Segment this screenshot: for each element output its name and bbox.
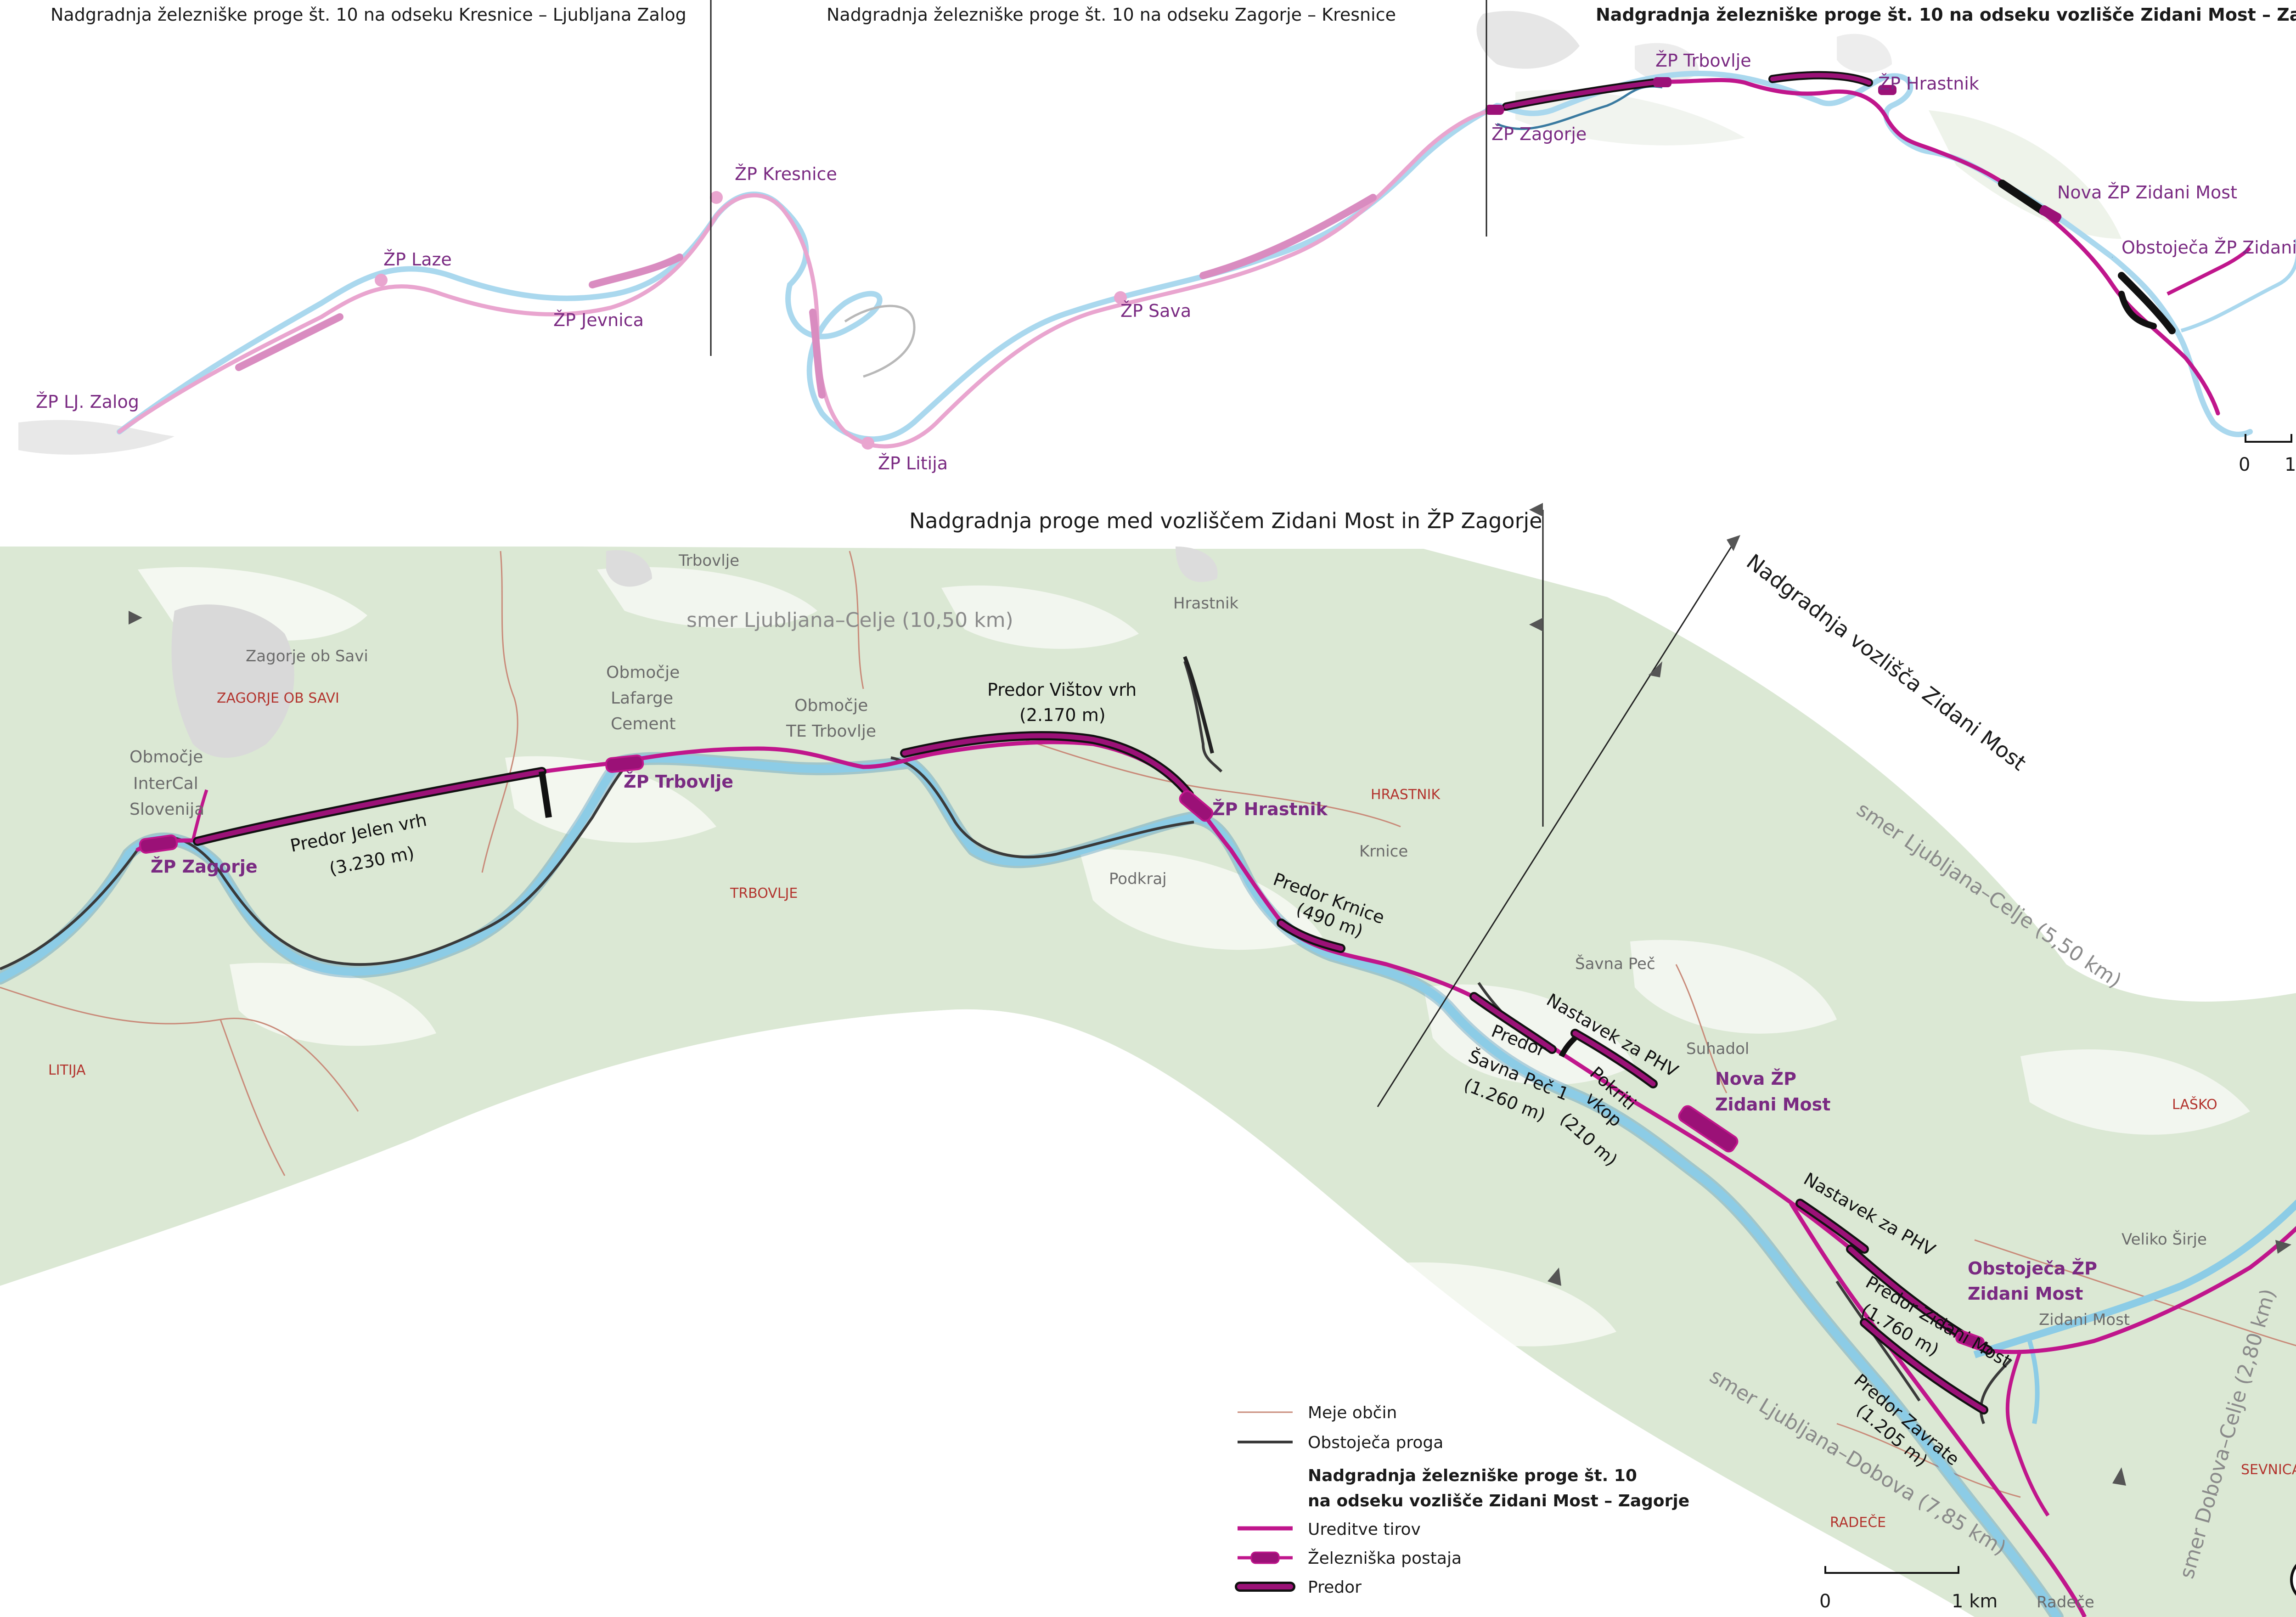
station-jevnica: ŽP Jevnica <box>553 310 644 330</box>
station-lj-zalog: ŽP LJ. Zalog <box>36 392 139 412</box>
muni-hrastnik: HRASTNIK <box>1371 787 1441 803</box>
svg-text:Območje: Območje <box>606 663 680 682</box>
station-obstojeca-zidani-most: Obstoječa ŽP Zidani Most <box>1968 1258 2097 1304</box>
station-sava: ŽP Sava <box>1120 301 1191 321</box>
station-kresnice: ŽP Kresnice <box>735 164 837 184</box>
station-litija: ŽP Litija <box>878 453 948 473</box>
muni-zagorje: ZAGORJE OB SAVI <box>217 690 339 706</box>
svg-text:Območje: Območje <box>794 696 868 715</box>
place-podkraj: Podkraj <box>1109 870 1167 888</box>
area-lafarge: Območje Lafarge Cement <box>606 663 680 733</box>
panel-title-3: Nadgradnja železniške proge št. 10 na od… <box>1596 5 2296 25</box>
svg-text:0: 0 <box>1819 1591 1831 1612</box>
main-title-left: Nadgradnja proge med vozliščem Zidani Mo… <box>909 508 1542 533</box>
area-te-trbovlje: Območje TE Trbovlje <box>786 696 876 741</box>
station-laze: ŽP Laze <box>383 249 452 270</box>
overview-scale-bar: 0 1 km <box>2239 434 2296 475</box>
svg-text:Predor Vištov vrh: Predor Vištov vrh <box>987 680 1137 700</box>
overview-upgrade-track <box>1486 78 2220 416</box>
main-scale-bar: 0 1 km <box>1819 1566 1998 1612</box>
svg-text:Območje: Območje <box>129 748 203 766</box>
station-zagorje: ŽP Zagorje <box>151 856 258 877</box>
detail-map: Nadgradnja proge med vozliščem Zidani Mo… <box>0 257 2296 1617</box>
station-hrastnik-top: ŽP Hrastnik <box>1878 73 1979 94</box>
station-trbovlje-top: ŽP Trbovlje <box>1655 51 1751 71</box>
svg-text:Nova ŽP: Nova ŽP <box>1715 1069 1796 1089</box>
legend-heading-1: Nadgradnja železniške proge št. 10 <box>1308 1466 1637 1485</box>
panel-title-2: Nadgradnja železniške proge št. 10 na od… <box>827 5 1396 25</box>
muni-lasko: LAŠKO <box>2172 1096 2217 1113</box>
svg-text:Slovenija: Slovenija <box>129 800 204 819</box>
svg-text:Zidani Most: Zidani Most <box>1715 1094 1830 1115</box>
legend: Meje občin Obstoječa proga Nadgradnja že… <box>1235 1403 1689 1597</box>
muni-radece: RADEČE <box>1830 1514 1886 1531</box>
north-arrow-icon: S <box>2290 1564 2296 1596</box>
legend-heading-2: na odseku vozlišče Zidani Most – Zagorje <box>1308 1492 1689 1510</box>
station-nova-zm-top: Nova ŽP Zidani Most <box>2057 182 2237 203</box>
legend-meje-obcin: Meje občin <box>1308 1403 1397 1422</box>
overview-panel: Nadgradnja železniške proge št. 10 na od… <box>0 0 2296 482</box>
muni-sevnica: SEVNICA <box>2241 1462 2296 1478</box>
panel-title-1: Nadgradnja železniške proge št. 10 na od… <box>51 5 687 25</box>
place-krnice: Krnice <box>1359 842 1408 861</box>
place-zagorje: Zagorje ob Savi <box>246 647 368 665</box>
svg-text:0: 0 <box>2239 454 2250 475</box>
place-zidani-most: Zidani Most <box>2039 1311 2130 1329</box>
svg-text:1 km: 1 km <box>2285 454 2296 475</box>
svg-text:Cement: Cement <box>611 715 675 733</box>
station-hrastnik: ŽP Hrastnik <box>1212 799 1328 819</box>
direction-arrows <box>129 503 2291 1486</box>
station-zagorje-top: ŽP Zagorje <box>1491 124 1587 144</box>
place-trbovlje: Trbovlje <box>678 552 739 570</box>
legend-ureditve-tirov: Ureditve tirov <box>1308 1520 1421 1539</box>
place-radece-town: Radeče <box>2037 1593 2094 1611</box>
svg-text:(2.170 m): (2.170 m) <box>1019 705 1106 725</box>
legend-zelezniska-postaja: Železniška postaja <box>1308 1549 1462 1568</box>
legend-obstojeca-proga: Obstoječa proga <box>1308 1433 1443 1452</box>
muni-trbovlje: TRBOVLJE <box>730 885 798 901</box>
existing-track <box>0 661 2013 1425</box>
place-suhadol: Suhadol <box>1686 1040 1749 1058</box>
svg-text:TE Trbovlje: TE Trbovlje <box>786 722 876 741</box>
area-intercal: Območje InterCal Slovenija <box>129 748 204 819</box>
place-hrastnik: Hrastnik <box>1173 594 1238 613</box>
svg-text:Lafarge: Lafarge <box>611 689 673 708</box>
station-obst-zm-top: Obstoječa ŽP Zidani Most <box>2122 237 2296 258</box>
place-savna-pec: Šavna Peč <box>1575 954 1655 973</box>
tunnels <box>193 257 2113 1414</box>
svg-text:1 km: 1 km <box>1952 1591 1998 1612</box>
station-trbovlje: ŽP Trbovlje <box>624 772 733 792</box>
stations-main <box>139 755 1985 1350</box>
legend-predor: Predor <box>1308 1578 1362 1597</box>
direction-lj-celje-1050: smer Ljubljana–Celje (10,50 km) <box>687 608 1013 632</box>
muni-litija: LITIJA <box>48 1062 86 1078</box>
station-nova-zidani-most: Nova ŽP Zidani Most <box>1715 1069 1830 1115</box>
tunnel-label-vistov-vrh: Predor Vištov vrh (2.170 m) <box>987 680 1137 725</box>
place-veliko-sirje: Veliko Širje <box>2122 1230 2207 1249</box>
svg-text:Obstoječa ŽP: Obstoječa ŽP <box>1968 1258 2097 1279</box>
urban-zagorje <box>171 604 294 758</box>
svg-text:Zidani Most: Zidani Most <box>1968 1284 2083 1304</box>
svg-text:InterCal: InterCal <box>133 774 198 793</box>
